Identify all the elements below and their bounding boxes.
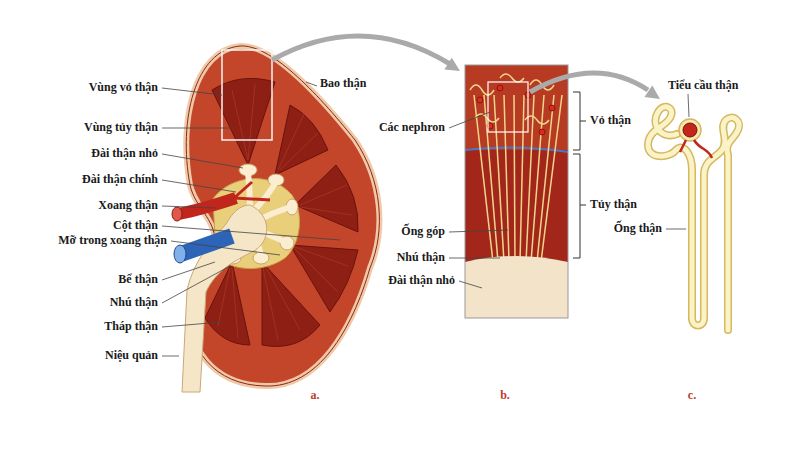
panel-letter: b. (500, 389, 510, 402)
part-label: Tiểu cầu thận (668, 79, 738, 92)
part-label: Xoang thận (98, 199, 158, 212)
bowman-capsule (679, 119, 701, 141)
renal-pyramid (262, 262, 320, 346)
leader-line (162, 128, 232, 129)
panel-letter: a. (311, 389, 320, 402)
leader-line (162, 206, 216, 208)
leader-line (162, 226, 340, 240)
leader-line (162, 266, 230, 303)
section-frame (465, 65, 568, 318)
cortex (465, 65, 568, 265)
leader-line (171, 241, 280, 255)
leader-line (306, 82, 317, 86)
leader-line (162, 180, 236, 192)
leader-line (449, 112, 490, 128)
leader-line (162, 262, 215, 280)
part-label: Tháp thận (104, 320, 158, 333)
renal-pyramid (275, 105, 328, 175)
part-label: Các nephron (379, 121, 445, 134)
leader-line (162, 154, 243, 168)
part-label: Vùng vỏ thận (89, 81, 158, 94)
arteriole (680, 140, 712, 158)
leader-line (666, 229, 686, 230)
leader-line (449, 258, 500, 259)
renal-tubule (648, 107, 739, 330)
part-label: Ống góp (401, 225, 445, 238)
glomerulus (683, 123, 697, 137)
leader-line (162, 88, 222, 95)
zoom-frame (222, 50, 272, 140)
kidney-section (465, 65, 586, 318)
nephron (648, 107, 739, 330)
renal-artery (172, 182, 270, 221)
part-label: Vỏ thận (590, 114, 631, 127)
part-label: Đài thận nhỏ (91, 147, 158, 160)
leader-line (162, 322, 222, 327)
part-label: Nhú thận (397, 251, 445, 264)
bracket (573, 154, 586, 258)
renal-pyramid (295, 165, 358, 232)
panel-letter: c. (688, 389, 696, 402)
renal-pyramids (205, 78, 358, 346)
leader-line (449, 230, 508, 232)
part-label: Niệu quản (105, 349, 158, 362)
part-label: Đài thận nhỏ (388, 274, 455, 287)
leader-line (459, 281, 482, 288)
leader-line (688, 94, 689, 117)
leader-lines (162, 82, 689, 356)
zoom-frame (488, 82, 528, 132)
renal-capsule (186, 46, 379, 386)
renal-pyramid (290, 245, 358, 312)
part-label: Nhú thận (110, 296, 158, 309)
part-label: Bể thận (118, 273, 158, 286)
part-label: Tủy thận (590, 198, 637, 211)
glomeruli (477, 85, 555, 135)
collecting-ducts (474, 95, 562, 262)
part-label: Bao thận (320, 77, 366, 90)
renal-tubule-lumen (648, 107, 739, 330)
part-label: Ống thận (614, 222, 662, 235)
zoom-arrow (530, 73, 660, 99)
kidney-outline (186, 46, 379, 386)
part-label: Vùng tủy thận (84, 121, 158, 134)
leader-line (162, 356, 179, 357)
renal-vein (174, 236, 232, 263)
bracket (573, 92, 586, 150)
minor-calyx (465, 256, 568, 318)
part-label: Cột thận (113, 219, 158, 232)
part-label: Mỡ trong xoang thận (58, 234, 167, 247)
part-label: Đài thận chính (82, 173, 158, 186)
zoom-arrow (272, 36, 460, 71)
kidney (172, 46, 379, 392)
